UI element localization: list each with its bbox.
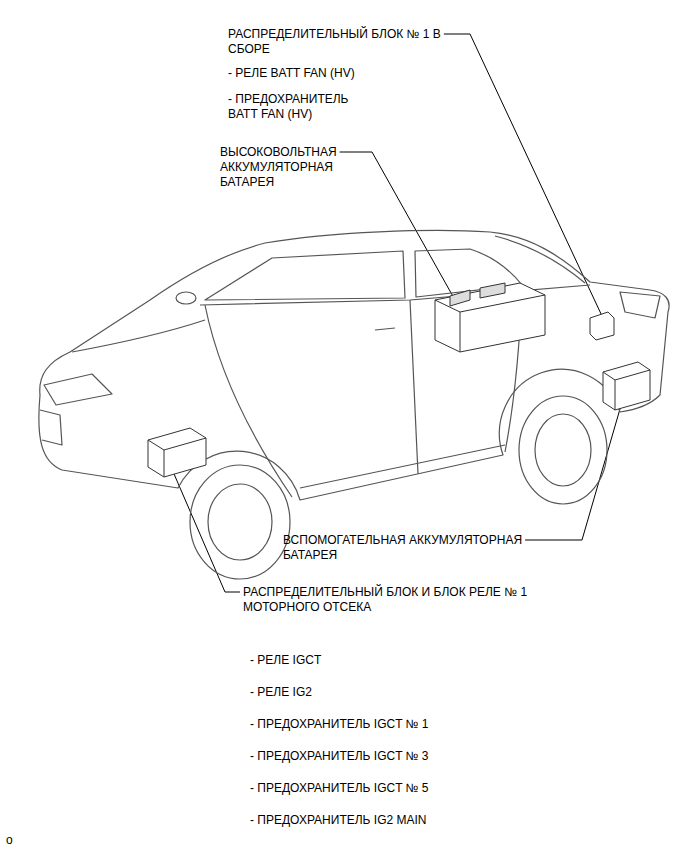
part-label: ВСПОМОГАТЕЛЬНАЯ АККУМУЛЯТОРНАЯ БАТАРЕЯ [283, 533, 558, 563]
rear-wheel-rim [535, 414, 591, 486]
aux-battery-top [603, 370, 650, 410]
door-handle [375, 328, 395, 330]
side-mirror [176, 292, 196, 304]
component-item: - ПРЕДОХРАНИТЕЛЬ IGCT № 5 [250, 781, 550, 796]
leader-line [168, 460, 240, 592]
component-item: - РЕЛЕ IG2 [250, 685, 550, 700]
engine-junction-block-top [148, 438, 206, 477]
rear-junction-block [590, 312, 614, 340]
door-line [205, 305, 292, 497]
front-wheel [190, 465, 290, 579]
component-item: - ПРЕДОХРАНИТЕЛЬ IGCT № 1 [250, 717, 550, 732]
front-window [205, 251, 405, 300]
hood-line [72, 320, 205, 352]
grille [40, 410, 62, 445]
hv-battery [435, 283, 545, 352]
aux-battery [603, 362, 650, 410]
rear-glass [495, 236, 585, 283]
door-line [410, 300, 418, 474]
leader-line [444, 34, 602, 316]
part-label: ВЫСОКОВОЛЬТНАЯ АККУМУЛЯТОРНАЯ БАТАРЕЯ [220, 145, 355, 190]
component-item: - ПРЕДОХРАНИТЕЛЬ BATT FAN (HV) [228, 92, 373, 122]
engine-junction-block [148, 428, 206, 477]
component-item: - ПРЕДОХРАНИТЕЛЬ IGCT № 3 [250, 749, 550, 764]
component-item: - РЕЛЕ BATT FAN (HV) [228, 66, 428, 81]
car-body [39, 230, 669, 500]
part-label: РАСПРЕДЕЛИТЕЛЬНЫЙ БЛОК № 1 В СБОРЕ [228, 27, 478, 57]
front-wheel-rim [208, 484, 272, 560]
part-label: РАСПРЕДЕЛИТЕЛЬНЫЙ БЛОК И БЛОК РЕЛЕ № 1 М… [243, 585, 588, 615]
component-item: - РЕЛЕ IGCT [250, 653, 550, 668]
hv-battery-detail [450, 283, 505, 306]
tail-light [620, 292, 660, 318]
leader-line [340, 152, 455, 300]
rear-wheel [519, 396, 607, 504]
headlight [44, 374, 112, 405]
sill-line [300, 445, 505, 488]
leader-line [525, 402, 622, 540]
watermark: o [6, 833, 36, 848]
component-item: - ПРЕДОХРАНИТЕЛЬ IG2 MAIN [250, 813, 550, 828]
